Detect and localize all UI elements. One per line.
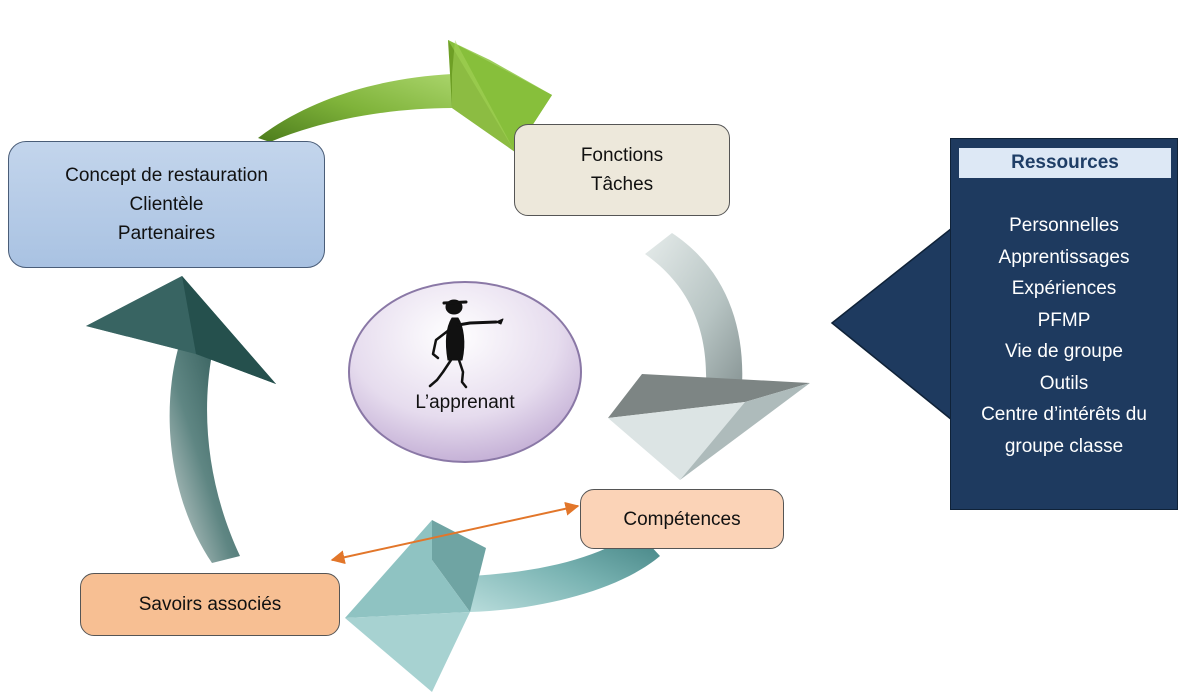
learner-ellipse (348, 281, 582, 463)
resource-item: Centre d’intérêts du (981, 404, 1147, 425)
concept-line: Concept de restauration (65, 165, 268, 186)
resources-title: Ressources (959, 148, 1171, 178)
concept-line: Partenaires (117, 223, 216, 244)
savoirs-label: Savoirs associés (138, 594, 282, 615)
resource-item: Expériences (1011, 278, 1117, 299)
top-cycle-arrow (258, 40, 552, 152)
fonctions-node: Fonctions Tâches (514, 124, 730, 216)
resource-item: Outils (1039, 372, 1089, 394)
right-cycle-arrow (608, 233, 810, 480)
concept-line: Clientèle (129, 194, 204, 215)
competences-label: Compétences (623, 508, 741, 530)
resource-item: groupe classe (1004, 435, 1124, 457)
savoirs-node: Savoirs associés (80, 573, 340, 636)
resources-panel: Ressources Personnelles Apprentissages E… (950, 138, 1178, 510)
left-cycle-arrow (86, 276, 276, 563)
pointing-figure-icon (428, 299, 504, 389)
competences-node: Compétences (580, 489, 784, 549)
resource-item: PFMP (1037, 309, 1091, 331)
fonctions-line: Fonctions (580, 145, 664, 166)
competences-savoirs-link-arrow (330, 501, 580, 565)
learner-label: L’apprenant (415, 392, 515, 413)
resources-list: Personnelles Apprentissages Expériences … (951, 210, 1177, 462)
resource-item: Vie de groupe (1005, 341, 1123, 362)
resource-item: Personnelles (1009, 215, 1119, 236)
concept-node: Concept de restauration Clientèle Parten… (8, 141, 325, 268)
resource-item: Apprentissages (998, 246, 1130, 268)
fonctions-line: Tâches (590, 174, 654, 195)
